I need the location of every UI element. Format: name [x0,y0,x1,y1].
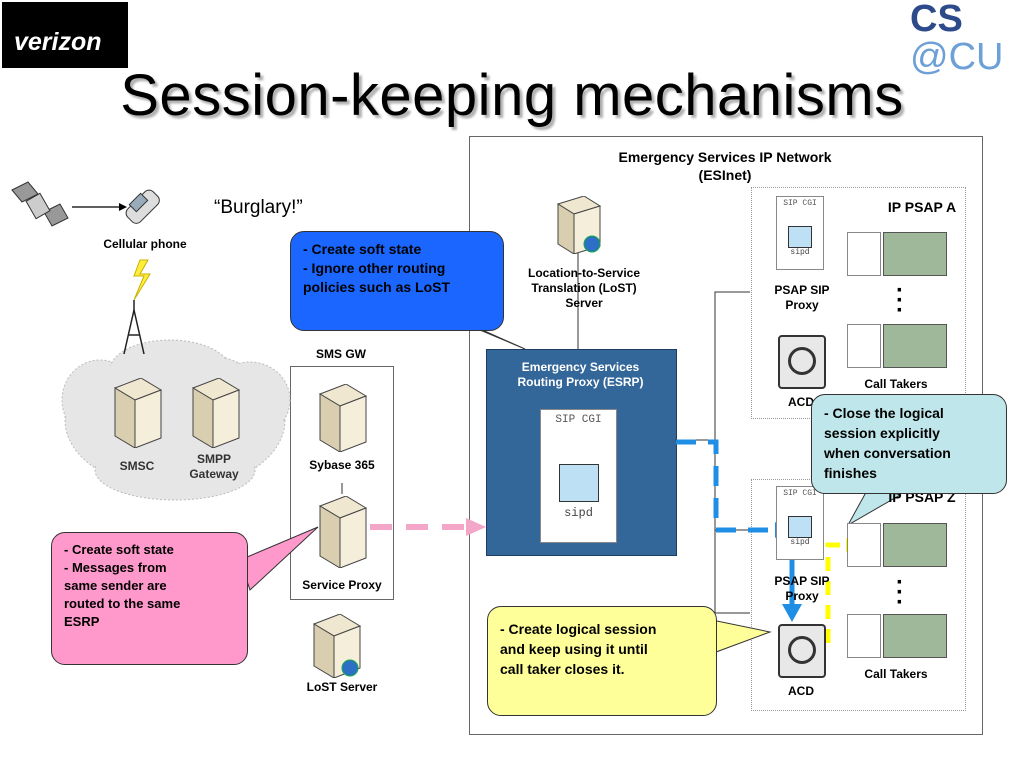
yellow-callout-tail [711,619,772,653]
sybase-server-icon [316,383,368,453]
sipd-icon [558,464,599,502]
ellipsis-a: ··· [896,277,904,324]
call-taker-workstation-z1 [847,523,947,567]
acd-a-label: ACD [788,395,814,409]
psap-z-sip-proxy-card: SIP CGI sipd [776,486,824,560]
esrp-sip-cgi-card: SIP CGI sipd [540,409,617,543]
cs-cu-logo: CS @CU [910,0,1004,78]
service-proxy-label: Service Proxy [302,578,382,592]
psap-a-sip-proxy-card: SIP CGI sipd [776,196,824,270]
acd-a-icon [778,335,826,389]
smsc-server-icon [111,377,163,449]
call-takers-z-label: Call Takers [864,667,928,681]
verizon-logo: verizon [2,2,128,68]
call-taker-workstation-a1 [847,232,947,276]
sms-gw-label: SMS GW [316,347,366,361]
call-takers-a-label: Call Takers [864,377,928,391]
lost-server-label: LoST Server [306,680,378,694]
blue-flow-dash [676,439,780,533]
psap-a-label: IP PSAP A [887,199,957,215]
blue-callout: - Create soft state- Ignore other routin… [290,231,504,331]
lost-server-icon [310,613,364,679]
page-title: Session-keeping mechanisms [120,63,904,128]
smpp-gateway-server-icon [189,377,241,449]
burglary-text: “Burglary!” [214,197,303,218]
lightning-icon [133,259,151,301]
lost-translation-server-icon [552,195,602,255]
cellular-phone-icon [120,184,166,228]
ellipsis-z: ··· [896,569,904,616]
sybase-label: Sybase 365 [309,458,375,472]
cellular-phone-label: Cellular phone [103,237,187,251]
service-proxy-server-icon [316,495,368,569]
acd-z-label: ACD [788,684,814,698]
cell-tower-icon [123,300,145,355]
call-taker-workstation-a2 [847,324,947,368]
acd-z-icon [778,624,826,678]
esinet-title: Emergency Services IP Network(ESInet) [618,149,832,183]
smsc-label: SMSC [119,459,155,473]
satellite-icon [8,180,70,230]
call-taker-workstation-z2 [847,614,947,658]
